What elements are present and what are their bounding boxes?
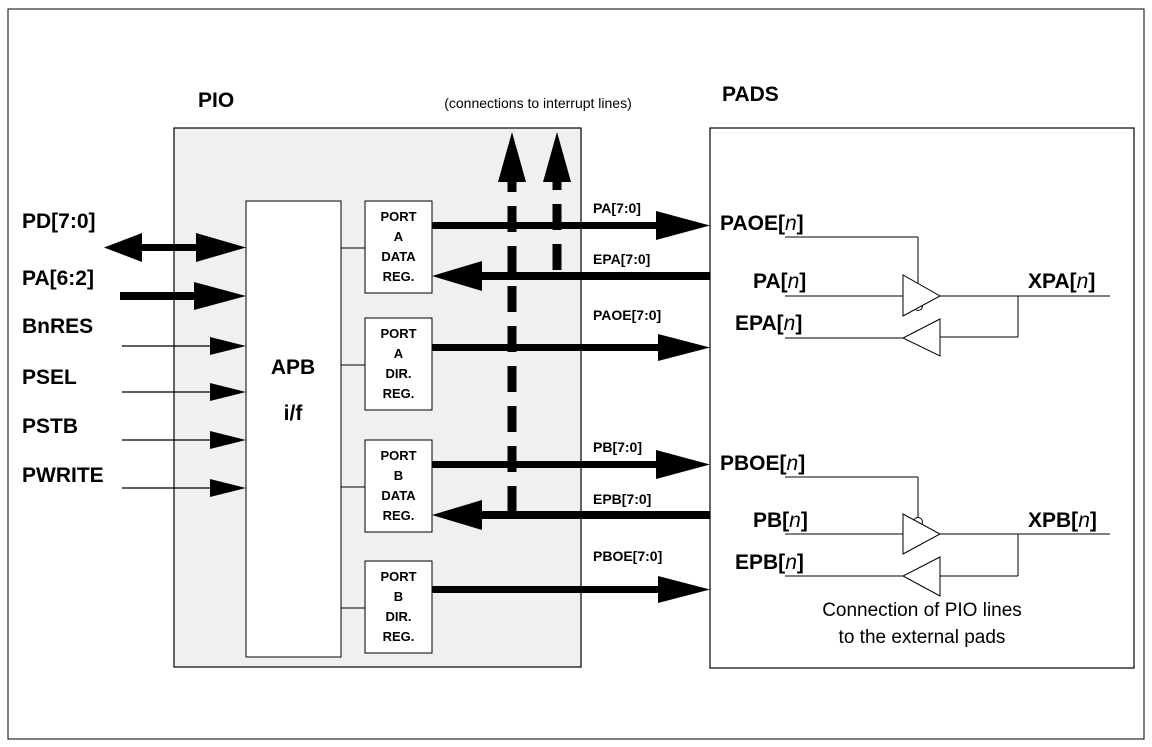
port-a-dir-register-label-line: REG. (383, 386, 415, 401)
input-label-pstb: PSTB (22, 415, 78, 438)
pad-label-epa: EPA[n] (735, 312, 802, 335)
bus-label-pboe: PBOE[7:0] (593, 548, 662, 564)
port-b-data-register-label-line: DATA (381, 488, 416, 503)
bus-label-pa: PA[7:0] (593, 200, 641, 216)
pwrite-input-arrow (122, 479, 246, 497)
port-b-dir-register-label-line: PORT (380, 569, 416, 584)
register-group: PORT A DATA REG. PORT A DIR. REG. PORT B DATA REG. P… (341, 200, 433, 654)
input-label-pa: PA[6:2] (22, 267, 94, 290)
pad-label-pboe: PBOE[n] (720, 452, 805, 475)
pads-block (709, 127, 1135, 669)
pad-label-pa: PA[n] (753, 270, 806, 293)
pad-label-xpb: XPB[n] (1028, 509, 1097, 532)
bus-label-epa: EPA[7:0] (593, 251, 650, 267)
pa-input-bus (120, 282, 246, 310)
port-a-dir-register (364, 317, 433, 411)
pad-label-pb: PB[n] (753, 509, 808, 532)
pads-caption-line1: Connection of PIO lines (822, 600, 1022, 621)
port-b-dir-register-label-line: REG. (383, 629, 415, 644)
input-buffer-a (901, 318, 941, 357)
bus-paoe-out (432, 334, 710, 361)
input-label-pd: PD[7:0] (22, 210, 96, 233)
input-label-bnres: BnRES (22, 315, 93, 338)
port-a-dir-register-label-line: A (394, 346, 404, 361)
bus-pa-out (432, 211, 710, 240)
port-a-pad-circuit (785, 236, 1110, 357)
interrupt-note: (connections to interrupt lines) (444, 95, 632, 111)
port-b-dir-register-label-line: DIR. (386, 609, 412, 624)
bus-pb-out (432, 450, 710, 479)
port-b-data-register-label-line: B (394, 468, 403, 483)
port-a-dir-register-label-line: DIR. (386, 366, 412, 381)
port-b-dir-register (364, 560, 433, 654)
port-a-dir-register-label-line: PORT (380, 326, 416, 341)
bnres-input-arrow (122, 337, 246, 355)
port-b-dir-register-label-line: B (394, 589, 403, 604)
port-a-data-register-label-line: PORT (380, 209, 416, 224)
input-label-pwrite: PWRITE (22, 464, 104, 487)
output-buffer-a (902, 274, 942, 317)
port-b-pad-circuit (785, 476, 1110, 597)
apb-label: APB (271, 356, 315, 379)
pads-title: PADS (722, 83, 779, 106)
bus-label-epb: EPB[7:0] (593, 491, 651, 507)
bus-label-paoe: PAOE[7:0] (593, 307, 661, 323)
bus-epa-in (432, 261, 711, 291)
pad-label-xpa: XPA[n] (1028, 270, 1095, 293)
psel-input-arrow (122, 383, 246, 401)
apb-if-label: i/f (284, 402, 304, 425)
pd-bidirectional-bus (104, 233, 246, 262)
bus-pboe-out (432, 576, 710, 603)
port-a-data-register-label-line: A (394, 229, 404, 244)
pio-title: PIO (198, 89, 234, 112)
port-b-data-register-label-line: PORT (380, 448, 416, 463)
pad-label-paoe: PAOE[n] (720, 212, 804, 235)
port-b-data-register-label-line: REG. (383, 508, 415, 523)
input-buffer-b (901, 556, 941, 597)
input-label-psel: PSEL (22, 366, 77, 389)
pstb-input-arrow (122, 431, 246, 449)
apb-interface-box (245, 200, 342, 658)
pad-label-epb: EPB[n] (735, 551, 804, 574)
port-a-data-register (364, 200, 433, 294)
port-b-data-register (364, 439, 433, 533)
bus-epb-in (432, 500, 711, 530)
port-a-data-register-label-line: DATA (381, 249, 416, 264)
port-a-data-register-label-line: REG. (383, 269, 415, 284)
pads-caption-line2: to the external pads (839, 627, 1006, 648)
bus-label-pb: PB[7:0] (593, 439, 642, 455)
output-buffer-b (902, 513, 942, 555)
